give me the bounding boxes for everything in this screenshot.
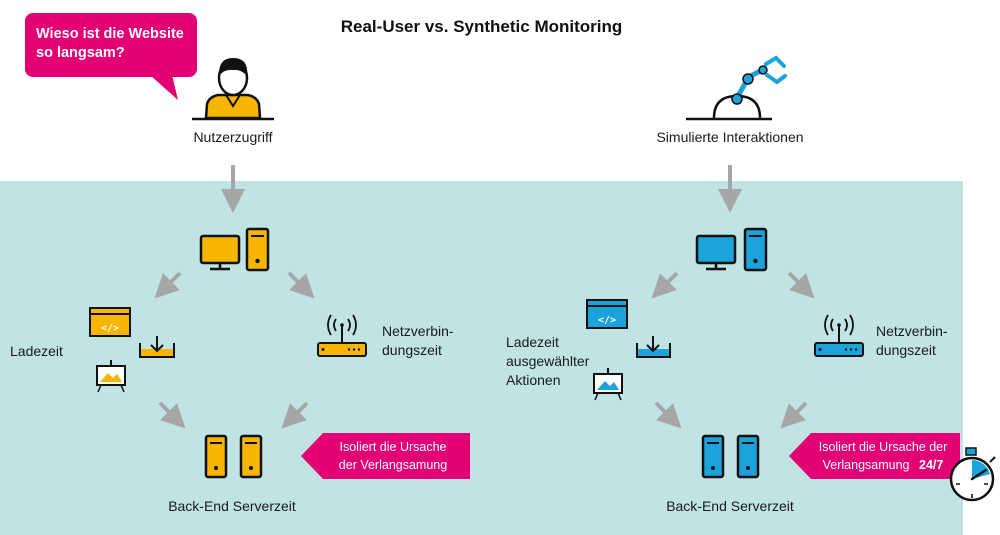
code-window-icon: </> [89,307,131,337]
arrow-diagonal [154,271,182,299]
arrow-diagonal [651,271,679,299]
right-network-label: Netzverbin- dungszeit [876,323,948,358]
router-icon [317,314,367,357]
right-server-label: Back-End Serverzeit [666,498,794,514]
right-callout-emphasis: 24/7 [919,458,944,472]
server-icon [239,434,263,479]
svg-text:</>: </> [598,315,616,326]
arrow-diagonal [780,401,808,429]
left-network-label: Netzverbin- dungszeit [382,323,454,358]
speech-bubble-text: Wieso ist die Website so langsam? [36,26,184,61]
picture-icon [593,368,623,401]
arrow-diagonal [654,401,682,429]
right-actor-label: Simulierte Interaktionen [656,129,804,145]
robot-arm-icon [686,55,787,121]
right-load-label: Ladezeit ausgewählter Aktionen [506,334,590,388]
left-callout-text: Isoliert die Ursache der Verlangsamung [338,440,448,472]
left-load-label: Ladezeit [10,343,63,359]
router-icon [814,314,864,357]
speech-bubble-tail [150,75,178,100]
picture-icon [96,360,126,393]
monitor-icon [695,234,737,271]
right-callout-text: Isoliert die Ursache der Verlangsamung 2… [808,438,958,474]
server-icon [743,227,768,272]
arrow-diagonal [281,401,309,429]
callout-left [301,433,470,479]
right-callout-note: Isoliert die Ursache der Verlangsamung [818,440,948,472]
left-server-label: Back-End Serverzeit [168,498,296,514]
server-icon [736,434,760,479]
user-icon [192,58,274,121]
download-icon [636,336,671,358]
server-icon [701,434,725,479]
callout-right [789,433,960,479]
svg-text:</>: </> [101,323,119,334]
speech-bubble: Wieso ist die Website so langsam? [25,13,197,77]
server-icon [245,227,270,272]
arrow-diagonal [287,271,315,299]
page-title: Real-User vs. Synthetic Monitoring [340,17,623,36]
monitor-icon [199,234,241,271]
arrow-diagonal [158,401,186,429]
server-icon [204,434,228,479]
download-icon [139,336,175,358]
left-actor-label: Nutzerzugriff [193,129,273,145]
code-window-icon: </> [586,299,628,329]
arrow-diagonal [787,271,815,299]
stopwatch-icon [949,447,996,502]
